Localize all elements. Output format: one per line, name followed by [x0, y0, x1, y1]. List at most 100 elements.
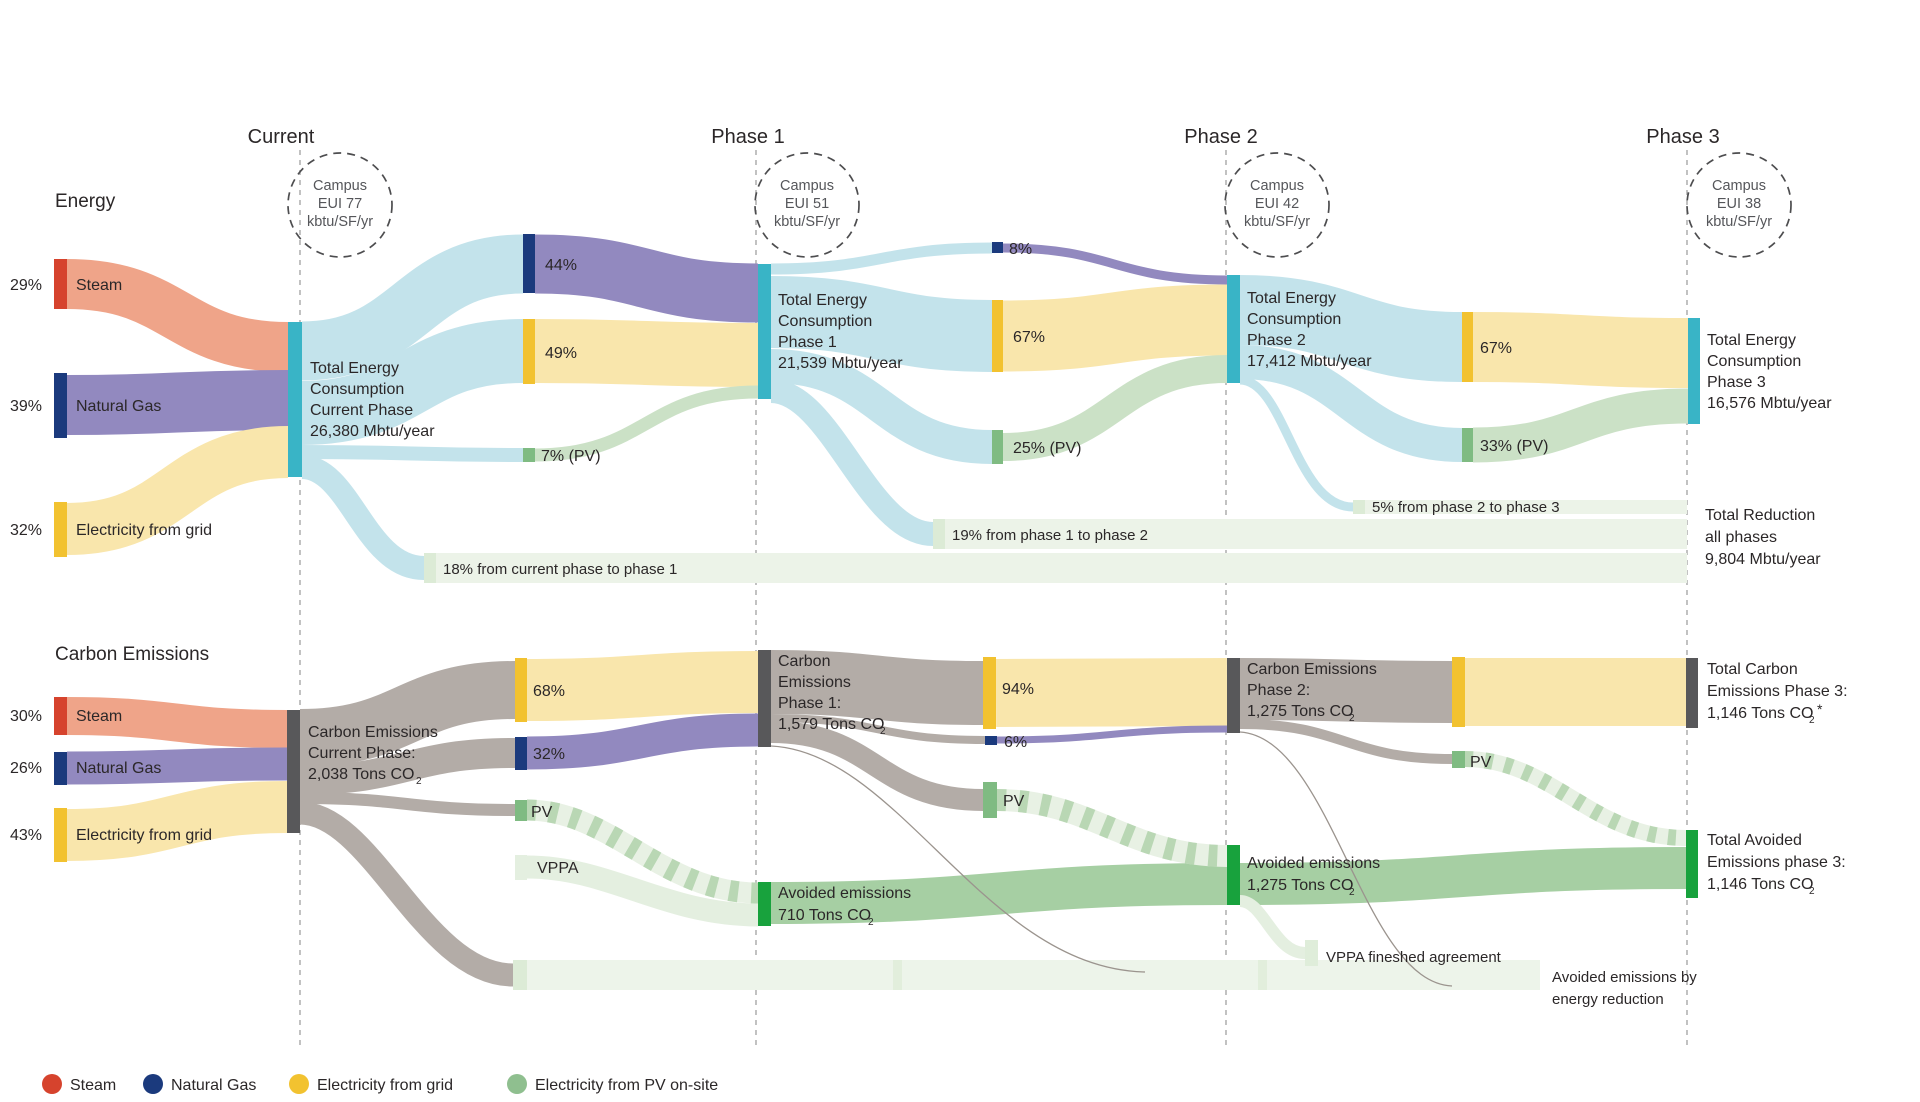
energy-hub-phase1	[758, 264, 771, 399]
chub-current-sub: 2	[416, 776, 422, 787]
eui-phase1-l1: Campus	[780, 178, 834, 194]
hub-phase1-l1: Total Energy	[778, 292, 867, 309]
carbon-hub-current	[287, 710, 300, 833]
reduction-18-label: 18% from current phase to phase 1	[443, 561, 677, 578]
flow-grid-to-current	[66, 426, 289, 555]
flow-7-to-phase1	[534, 385, 759, 462]
chub-phase3-sub: 2	[1809, 715, 1815, 726]
energy-gas-node	[54, 373, 67, 438]
phase-title-1: Phase 1	[711, 126, 784, 148]
avoided3-sub: 2	[1809, 886, 1815, 897]
csplit-yellow2-node	[1452, 657, 1465, 727]
reduction-5-label: 5% from phase 2 to phase 3	[1372, 499, 1560, 516]
carbon-gas-node	[54, 752, 67, 785]
energy-grid-label: Electricity from grid	[76, 522, 212, 539]
total-reduction-l3: 9,804 Mbtu/year	[1705, 551, 1821, 568]
flow-gas-to-current	[66, 370, 289, 435]
cflow-vppa-to-avoided1	[526, 855, 759, 927]
energy-hub-current	[288, 322, 302, 477]
flow-phase1-to-67	[770, 276, 993, 372]
cflow-68-to-phase1	[526, 651, 759, 721]
eui-current-l3: kbtu/SF/yr	[307, 214, 373, 230]
legend: Steam Natural Gas Electricity from grid …	[42, 1074, 718, 1094]
cflow-avoided2-to-avoided3	[1239, 847, 1687, 905]
energy-gas-pct: 39%	[10, 398, 42, 415]
band-5	[1365, 500, 1687, 514]
carbon-hub-phase2	[1227, 658, 1240, 733]
phase-title-2: Phase 2	[1184, 126, 1257, 148]
chub-phase3-l1: Total Carbon	[1707, 661, 1798, 678]
carbon-hub-phase1	[758, 650, 771, 747]
csplit-68-node	[515, 658, 527, 722]
flow-67-to-phase2	[1002, 284, 1228, 372]
split-49-node	[523, 319, 535, 384]
cflow-pv2-to-avoided3-stripes	[1464, 751, 1687, 846]
legend-steam-label: Steam	[70, 1077, 116, 1094]
energy-steam-pct: 29%	[10, 277, 42, 294]
carbon-gas-label: Natural Gas	[76, 760, 161, 777]
csplit-pv-node	[515, 800, 527, 821]
band-18	[436, 553, 1687, 583]
cflow-32-to-phase1	[526, 713, 759, 770]
carbon-steam-pct: 30%	[10, 708, 42, 725]
flow-current-to-44	[300, 234, 524, 381]
hub-phase2-l3: Phase 2	[1247, 332, 1306, 349]
avoided1-l2: 710 Tons CO	[778, 907, 871, 924]
eui-current-l2: EUI 77	[318, 196, 362, 212]
flow-44-to-phase1	[534, 234, 759, 323]
csplit-94-node	[983, 657, 996, 729]
energy-grid-node	[54, 502, 67, 557]
flow-phase2-to-reduction	[1239, 375, 1354, 512]
split-67-label: 67%	[1013, 329, 1045, 346]
eui-phase2-l3: kbtu/SF/yr	[1244, 214, 1310, 230]
split-67b-node	[1462, 312, 1473, 382]
flow-33-to-phase3	[1472, 388, 1689, 463]
bottom-band-seg2	[1258, 960, 1267, 990]
flow-49-to-phase1	[534, 319, 759, 387]
legend-gas-label: Natural Gas	[171, 1077, 256, 1094]
hub-phase1-l4: 21,539 Mbtu/year	[778, 355, 903, 372]
avoided1-sub: 2	[868, 917, 874, 928]
cflow-phase1-to-94	[770, 650, 984, 725]
cflow-avoided2-to-vppa-finished	[1238, 895, 1306, 959]
csplit-68-label: 68%	[533, 683, 565, 700]
eui-circle-current	[287, 152, 393, 258]
bottom-note-l1: Avoided emissions by	[1552, 969, 1697, 986]
chub-phase1-l2: Emissions	[778, 674, 851, 691]
hub-current-l3: Current Phase	[310, 402, 413, 419]
cflow-pv2-to-avoided3-base	[1464, 751, 1687, 846]
carbon-grid-pct: 43%	[10, 827, 42, 844]
carbon-nodes	[54, 650, 1698, 926]
cflow-6-to-phase2	[996, 725, 1228, 744]
bottom-band-seg1	[893, 960, 902, 990]
carbon-flows	[66, 650, 1687, 987]
hub-phase1-l2: Consumption	[778, 313, 872, 330]
chub-current-l1: Carbon Emissions	[308, 724, 438, 741]
avoided-node-phase2	[1227, 845, 1240, 905]
energy-reduction-bands	[424, 500, 1687, 583]
hub-phase1-l3: Phase 1	[778, 334, 837, 351]
split-33-label: 33% (PV)	[1480, 438, 1548, 455]
total-reduction-l2: all phases	[1705, 529, 1777, 546]
hub-current-l2: Consumption	[310, 381, 404, 398]
total-reduction-l1: Total Reduction	[1705, 507, 1815, 524]
split-7-label: 7% (PV)	[541, 448, 601, 465]
band-18-cap	[424, 553, 436, 583]
phase-title-3: Phase 3	[1646, 126, 1719, 148]
cflow-gas-to-current	[66, 747, 288, 785]
energy-flows	[66, 234, 1689, 580]
hub-phase3-l1: Total Energy	[1707, 332, 1796, 349]
bottom-band-cap	[513, 960, 527, 990]
csplit-pv2-node	[1452, 751, 1465, 768]
chub-phase1-l4: 1,579 Tons CO	[778, 716, 884, 733]
eui-phase2-l1: Campus	[1250, 178, 1304, 194]
vppa-finished-label: VPPA fineshed agreement	[1326, 949, 1502, 966]
carbon-steam-node	[54, 697, 67, 735]
legend-grid-label: Electricity from grid	[317, 1077, 453, 1094]
phase-title-current: Current	[248, 126, 315, 148]
chub-phase3-star: *	[1817, 701, 1823, 717]
cflow-current-to-68	[299, 661, 516, 767]
eui-phase3-l2: EUI 38	[1717, 196, 1761, 212]
hub-current-l1: Total Energy	[310, 360, 399, 377]
